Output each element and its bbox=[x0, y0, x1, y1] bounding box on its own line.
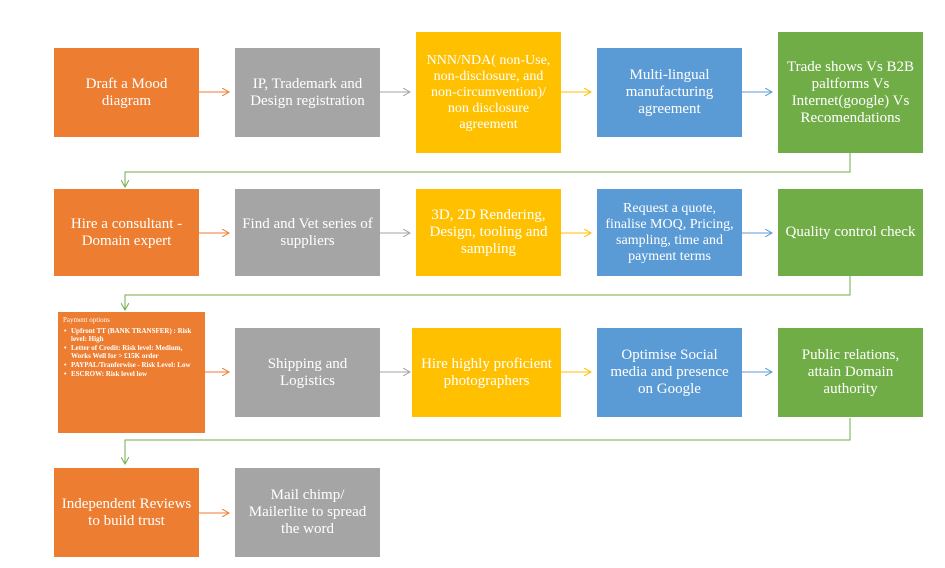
step-shipping-logistics: Shipping and Logistics bbox=[235, 328, 380, 417]
step-optimise-social-media: Optimise Social media and presence on Go… bbox=[597, 328, 742, 417]
arrow-r2-r3 bbox=[125, 276, 851, 310]
payment-options-list: Upfront TT (BANK TRANSFER) : Risk level:… bbox=[63, 327, 200, 378]
payment-options-panel: Payment options Upfront TT (BANK TRANSFE… bbox=[58, 312, 205, 433]
step-rendering-design: 3D, 2D Rendering, Design, tooling and sa… bbox=[416, 189, 561, 276]
payment-option-item: Letter of Credit: Risk level: Medium, Wo… bbox=[64, 344, 200, 360]
step-nnn-nda: NNN/NDA( non-Use, non-disclosure, and no… bbox=[416, 32, 561, 153]
step-ip-trademark-design: IP, Trademark and Design registration bbox=[235, 48, 380, 137]
payment-option-item: ESCROW: Risk level low bbox=[64, 370, 200, 378]
step-independent-reviews: Independent Reviews to build trust bbox=[54, 468, 199, 557]
step-hire-photographers: Hire highly proficient photographers bbox=[412, 328, 561, 417]
step-mail-chimp: Mail chimp/ Mailerlite to spread the wor… bbox=[235, 468, 380, 557]
step-hire-consultant: Hire a consultant - Domain expert bbox=[54, 189, 199, 276]
payment-option-item: Upfront TT (BANK TRANSFER) : Risk level:… bbox=[64, 327, 200, 343]
step-quality-control: Quality control check bbox=[778, 189, 923, 276]
step-request-quote: Request a quote, finalise MOQ, Pricing, … bbox=[597, 189, 742, 276]
arrow-r1-r2 bbox=[125, 153, 851, 187]
step-trade-shows: Trade shows Vs B2B paltforms Vs Internet… bbox=[778, 32, 923, 153]
payment-options-title: Payment options bbox=[63, 316, 110, 324]
payment-option-item: PAYPAL/Tranferwise - Risk Level: Low bbox=[64, 361, 200, 369]
step-public-relations: Public relations, attain Domain authorit… bbox=[778, 328, 923, 417]
step-multilingual-agreement: Multi-lingual manufacturing agreement bbox=[597, 48, 742, 137]
arrow-r3-r4 bbox=[125, 418, 851, 464]
step-draft-mood-diagram: Draft a Mood diagram bbox=[54, 48, 199, 137]
step-find-vet-suppliers: Find and Vet series of suppliers bbox=[235, 189, 380, 276]
